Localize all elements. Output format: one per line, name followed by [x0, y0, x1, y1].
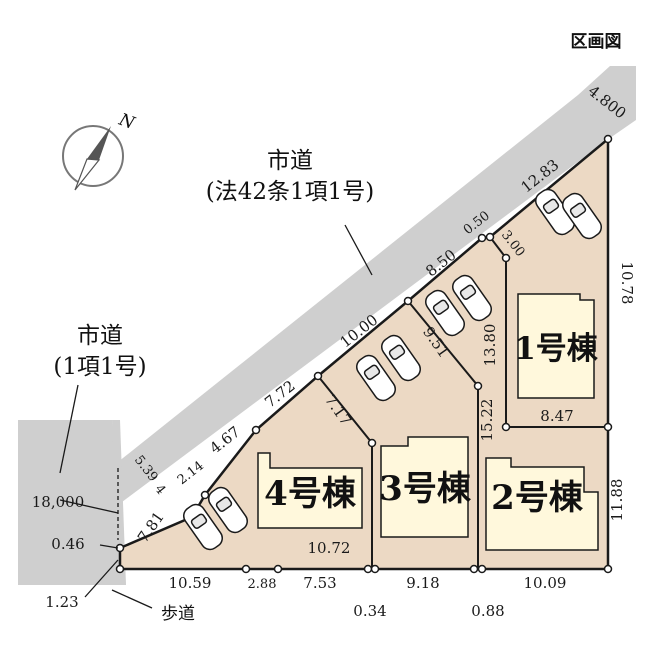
dim-int-8-47: 8.47 — [540, 407, 573, 425]
dim-small-0-34: 0.34 — [353, 602, 386, 620]
dim-small-0-46: 0.46 — [51, 535, 84, 553]
main-road — [118, 66, 636, 505]
dim-small-1-23: 1.23 — [45, 593, 78, 611]
dim-int-10-72: 10.72 — [308, 539, 351, 557]
main-road-class: (法42条1項1号) — [206, 179, 374, 205]
side-road-class: (1項1号) — [53, 354, 146, 380]
dim-int-13-80: 13.80 — [481, 324, 499, 367]
dim-bottom-10-59: 10.59 — [169, 574, 212, 592]
building-2-label: 2号棟 — [491, 478, 584, 518]
dim-right-10-78: 10.78 — [618, 262, 636, 305]
leader-lines — [59, 224, 373, 609]
building-3 — [380, 436, 469, 538]
boundary-markers — [115, 134, 613, 574]
page-title: 区画図 — [571, 32, 622, 52]
sidewalk-strip — [112, 420, 126, 585]
dim-small-0-88: 0.88 — [471, 602, 504, 620]
side-road-width: 18,000 — [32, 493, 85, 511]
building-3-label: 3号棟 — [379, 469, 472, 509]
dim-bottom-2-88: 2.88 — [248, 577, 277, 592]
compass-label: N — [115, 110, 138, 135]
building-4 — [257, 452, 363, 529]
dim-bottom-7-53: 7.53 — [303, 574, 336, 592]
dim-right-11-88: 11.88 — [608, 479, 626, 522]
dim-bottom-10-09: 10.09 — [524, 574, 567, 592]
dim-top-4: 4 — [151, 482, 168, 498]
dim-top-2-14: 2.14 — [175, 458, 207, 488]
main-road-name: 市道 — [267, 148, 313, 174]
north-compass-icon: N — [62, 110, 138, 191]
building-2 — [485, 457, 599, 551]
dim-bottom-9-18: 9.18 — [406, 574, 439, 592]
building-4-label: 4号棟 — [264, 474, 357, 514]
side-road-name: 市道 — [77, 323, 123, 349]
building-1 — [517, 293, 595, 399]
dim-int-15-22: 15.22 — [478, 399, 496, 442]
parking-cars — [183, 188, 602, 551]
sidewalk-label: 歩道 — [161, 604, 195, 624]
building-1-label: 1号棟 — [514, 331, 599, 367]
